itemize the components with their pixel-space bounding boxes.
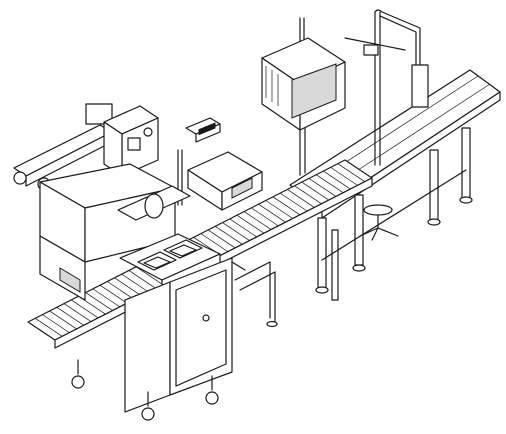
roller — [71, 299, 99, 319]
roller — [236, 214, 265, 234]
roller — [99, 284, 128, 304]
roller — [135, 266, 164, 286]
roller — [323, 170, 351, 190]
roller — [56, 306, 85, 326]
tray-sealer-machine — [13, 103, 246, 421]
roller — [200, 233, 229, 252]
roller — [294, 185, 322, 205]
roller — [251, 207, 279, 227]
checkweigher-scale — [177, 117, 263, 211]
roller — [308, 178, 337, 197]
roller — [243, 211, 272, 230]
roller — [215, 225, 243, 245]
roller — [114, 277, 142, 297]
roller — [272, 196, 301, 216]
roller — [279, 192, 308, 212]
roller — [258, 203, 286, 223]
roller — [85, 292, 113, 311]
roller — [229, 218, 257, 238]
roller — [107, 281, 135, 300]
roller — [301, 181, 329, 201]
roller — [35, 318, 63, 337]
roller — [330, 167, 358, 186]
roller — [222, 222, 250, 241]
roller — [207, 229, 236, 249]
roller — [121, 273, 149, 293]
controller-cabinet — [261, 37, 346, 176]
roller — [287, 189, 315, 208]
roller — [42, 314, 70, 333]
roller — [265, 200, 293, 219]
roller — [63, 303, 92, 322]
operator-stool — [359, 204, 399, 241]
roller — [337, 163, 365, 182]
roller — [92, 288, 121, 308]
roller — [128, 270, 157, 289]
roller — [315, 174, 344, 194]
roller — [49, 310, 77, 330]
